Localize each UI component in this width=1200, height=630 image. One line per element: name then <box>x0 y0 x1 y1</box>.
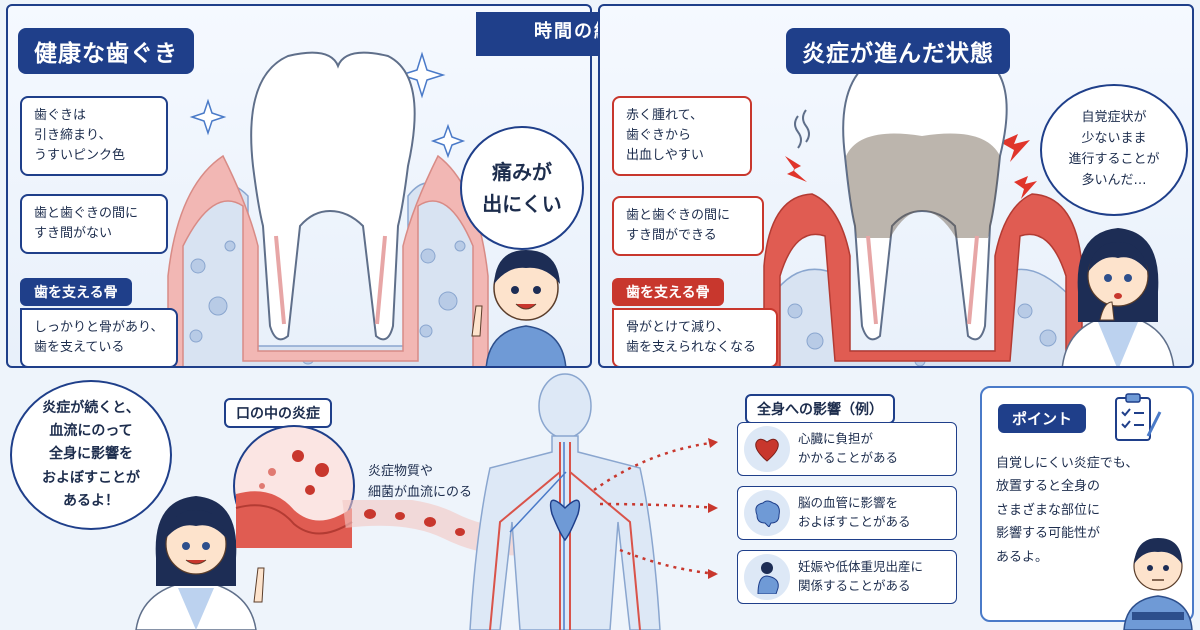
inflamed-tooth-illustration <box>763 51 1083 366</box>
lightning-icon <box>785 156 807 182</box>
point-text: 自覚しにくい炎症でも、 放置すると全身の さまざまな部位に 影響する可能性が あ… <box>996 456 1139 565</box>
healthy-speech-bubble: 痛みが 出にくい <box>460 126 584 250</box>
lightning-icon <box>1000 134 1030 162</box>
effect-heart: 心臓に負担が かかることがある <box>737 422 957 476</box>
lightning-icon <box>1014 176 1037 199</box>
effect-pregnancy: 妊娠や低体重児出産に 関係することがある <box>737 550 957 604</box>
human-body-illustration <box>469 373 661 630</box>
inflamed-gap-callout: 歯と歯ぐきの間に すき間ができる <box>612 196 764 257</box>
swollen-gum-shape <box>763 193 1083 366</box>
healthy-gap-callout: 歯と歯ぐきの間に すき間がない <box>20 194 168 255</box>
heart-icon <box>744 426 790 472</box>
flow-description: 炎症物質や 細菌が血流にのる <box>368 464 473 500</box>
healthy-bone-tag: 歯を支える骨 <box>20 278 132 306</box>
inflamed-gum-callout: 赤く腫れて、 歯ぐきから 出血しやすい <box>612 96 752 177</box>
healthy-gum-callout: 歯ぐきは 引き締まり、 うすいピンク色 <box>20 96 168 177</box>
brain-icon <box>744 490 790 536</box>
inflamed-panel-title: 炎症が進んだ状態 <box>786 28 1010 74</box>
effect-brain: 脳の血管に影響を およぼすことがある <box>737 486 957 540</box>
doctor-woman-character-pointing <box>135 496 265 630</box>
effect-brain-text: 脳の血管に影響を およぼすことがある <box>798 495 911 529</box>
mouth-inflammation-label: 口の中の炎症 <box>224 398 332 428</box>
clipboard-icon <box>1115 393 1162 441</box>
healthy-tooth-illustration <box>167 51 489 366</box>
plaque-shape <box>846 133 1000 238</box>
pregnancy-icon <box>744 554 790 600</box>
boy-character <box>471 250 567 366</box>
doctor-woman-character <box>1061 228 1175 366</box>
heart-shape <box>549 499 581 542</box>
inflamed-bone-tag: 歯を支える骨 <box>612 278 724 306</box>
sparkle-icon <box>189 98 227 136</box>
doctor-speech-bubble: 炎症が続くと、 血流にのって 全身に影響を およぼすことが あるよ！ <box>10 380 172 530</box>
point-label: ポイント <box>998 404 1087 433</box>
systemic-effects-label: 全身への影響（例） <box>745 394 895 424</box>
tooth-shape <box>250 51 416 341</box>
healthy-bone-callout: しっかりと骨があり、 歯を支えている <box>20 308 178 366</box>
effect-pregnancy-text: 妊娠や低体重児出産に 関係することがある <box>798 559 924 593</box>
boy-character-arms-crossed <box>1123 538 1193 630</box>
effect-heart-text: 心臓に負担が かかることがある <box>798 431 899 465</box>
effect-arrows <box>593 438 719 579</box>
gum-shape <box>167 154 489 366</box>
sparkle-icon <box>398 51 446 99</box>
healthy-gum-panel: 健康な歯ぐき 歯ぐきは 引き締まり、 うすいピンク色 歯と歯ぐきの間に すき間が… <box>6 4 592 368</box>
inflamed-gum-panel: 炎症が進んだ状態 赤く腫れて、 歯ぐきから 出血しやすい 歯と歯ぐきの間に すき… <box>598 4 1194 368</box>
bacteria-icon <box>292 450 329 495</box>
sparkle-icon <box>430 123 466 159</box>
healthy-panel-title: 健康な歯ぐき <box>18 28 194 74</box>
inflamed-bone-callout: 骨がとけて減り、 歯を支えられなくなる <box>612 308 778 366</box>
mouth-inflammation-circle <box>233 425 355 548</box>
inflamed-speech-bubble: 自覚症状が 少ないまま 進行することが 多いんだ… <box>1040 84 1188 216</box>
